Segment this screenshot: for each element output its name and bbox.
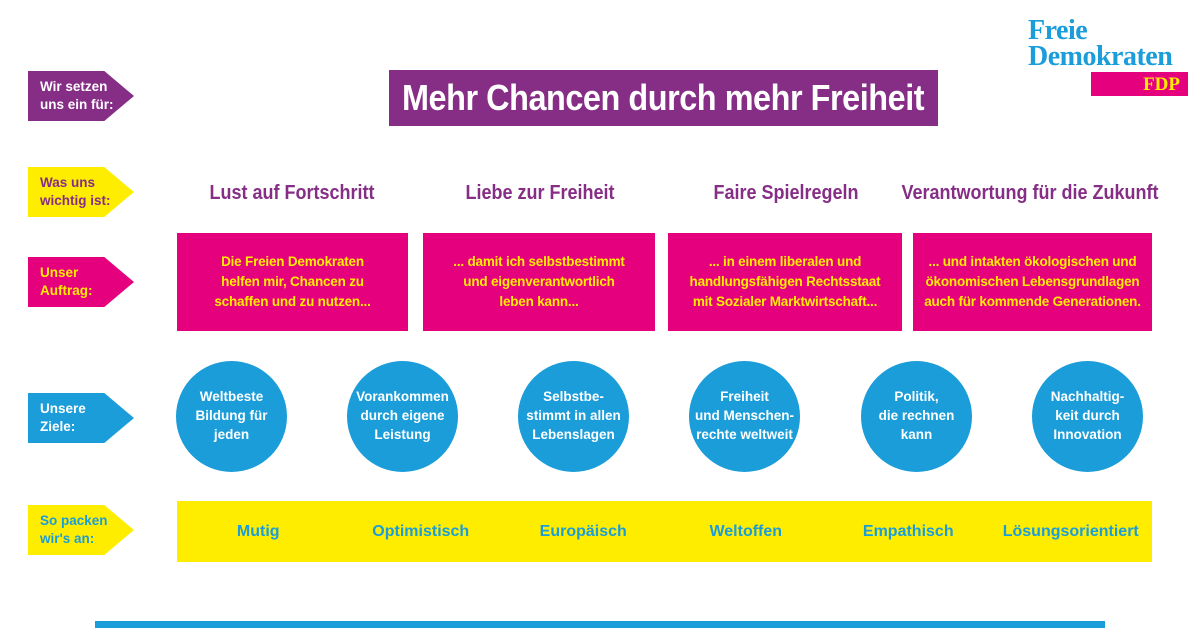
brand-logo: Freie Demokraten [1028,15,1173,72]
mission-box: ... damit ich selbstbestimmt und eigenve… [423,233,655,331]
row-label-approach: So packen wir's an: [28,505,134,555]
brand-name: Freie Demokraten [1028,15,1173,72]
title-banner: Mehr Chancen durch mehr Freiheit [389,70,938,126]
approach-word: Weltoffen [709,522,783,540]
row-label-values: Was uns wichtig ist: [28,167,134,217]
approach-word: Mutig [236,522,280,540]
brand-abbr: FDP [1143,73,1180,95]
approach-word: Europäisch [539,522,627,540]
goal-circle: Freiheit und Menschen- rechte weltweit [689,361,800,472]
goal-circle: Vorankommen durch eigene Leistung [347,361,458,472]
goal-circle: Weltbeste Bildung für jeden [176,361,287,472]
mission-box: Die Freien Demokraten helfen mir, Chance… [177,233,408,331]
approach-word: Lösungsorientiert [1002,522,1139,540]
value-header-zukunft: Verantwortung für die Zukunft [901,182,1159,204]
value-header-freiheit: Liebe zur Freiheit [465,182,615,204]
mission-box: ... in einem liberalen und handlungsfähi… [668,233,902,331]
row-label-mission: Unser Auftrag: [28,257,134,307]
mission-box: ... und intakten ökologischen und ökonom… [913,233,1152,331]
goal-circle: Nachhaltig- keit durch Innovation [1032,361,1143,472]
bottom-rule [95,621,1105,628]
goal-circle: Selbstbe- stimmt in allen Lebenslagen [518,361,629,472]
page-title: Mehr Chancen durch mehr Freiheit [402,77,925,118]
row-label-goals: Unsere Ziele: [28,393,134,443]
goal-circle: Politik, die rechnen kann [861,361,972,472]
row-label-commitment: Wir setzen uns ein für: [28,71,134,121]
brand-abbr-box: FDP [1091,72,1188,96]
value-header-spielregeln: Faire Spielregeln [713,182,859,204]
approach-word: Empathisch [862,522,954,540]
approach-bar: Mutig Optimistisch Europäisch Weltoffen … [177,501,1152,562]
approach-word: Optimistisch [372,522,470,540]
value-header-fortschritt: Lust auf Fortschritt [209,182,375,204]
